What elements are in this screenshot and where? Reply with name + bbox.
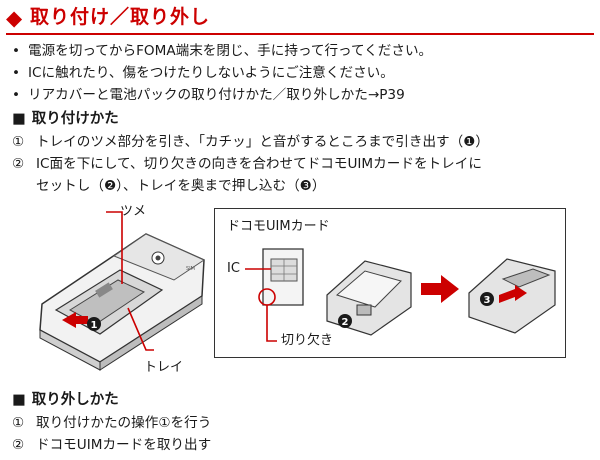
remove-heading-text: 取り外しかた xyxy=(31,392,119,408)
badge-1-text: 1 xyxy=(91,320,98,331)
bullet-icon: • xyxy=(12,65,21,81)
step-text: IC面を下にして、切り欠きの向きを合わせてドコモUIMカードをトレイに xyxy=(36,156,482,172)
step-text: ドコモUIMカードを取り出す xyxy=(36,437,212,453)
note-item: • 電源を切ってからFOMA端末を閉じ、手に持って行ってください。 xyxy=(12,40,592,62)
badge-3-circle xyxy=(480,292,494,306)
card-insertion-drawing: 2 3 xyxy=(245,248,556,342)
install-step: ② IC面を下にして、切り欠きの向きを合わせてドコモUIMカードをトレイに セッ… xyxy=(12,153,592,197)
note-item: • リアカバーと電池パックの取り付けかた／取り外しかた→P39 xyxy=(12,84,592,106)
tray-callout-line xyxy=(127,307,154,351)
phone-side xyxy=(99,295,203,371)
next-step-arrow-icon xyxy=(421,275,459,303)
remove-step: ① 取り付けかたの操作①を行う xyxy=(12,412,592,434)
step-text: トレイのツメ部分を引き、「カチッ」と音がするところまで引き出す（❶） xyxy=(36,134,490,150)
notes-list: • 電源を切ってからFOMA端末を閉じ、手に持って行ってください。 • ICに触… xyxy=(12,40,592,106)
step-number: ① xyxy=(12,415,25,431)
install-heading-text: 取り付けかた xyxy=(31,111,119,127)
push-arrow-icon xyxy=(499,285,527,303)
step-number: ② xyxy=(12,437,25,453)
label-tray: トレイ xyxy=(144,360,184,375)
badge-2-text: 2 xyxy=(342,317,349,328)
label-notch: 切り欠き xyxy=(281,333,334,348)
install-steps: ① トレイのツメ部分を引き、「カチッ」と音がするところまで引き出す（❶） ② I… xyxy=(12,131,592,197)
remove-heading: ■ 取り外しかた xyxy=(12,389,119,411)
notch-callout-line xyxy=(266,305,277,342)
square-marker-icon: ■ xyxy=(12,111,26,127)
badge-3-text: 3 xyxy=(484,295,491,306)
section-title-bar: ◆ 取り付け／取り外し xyxy=(6,4,594,35)
step-number: ② xyxy=(12,156,25,172)
uim-card-illustration: 1 SIM ツメ トレイ ドコモUIMカード IC 切り欠き xyxy=(34,200,566,378)
section-title: 取り付け／取り外し xyxy=(30,6,211,28)
note-text: 電源を切ってからFOMA端末を閉じ、手に持って行ってください。 xyxy=(28,43,433,59)
remove-steps: ① 取り付けかたの操作①を行う ② ドコモUIMカードを取り出す xyxy=(12,412,592,456)
square-marker-icon: ■ xyxy=(12,392,26,408)
pull-arrow-icon xyxy=(62,312,88,328)
tray-tab xyxy=(95,282,113,298)
label-card: ドコモUIMカード xyxy=(227,219,330,234)
tab-callout-line xyxy=(106,211,123,284)
label-tab: ツメ xyxy=(120,204,147,219)
bullet-icon: • xyxy=(12,43,21,59)
title-underline xyxy=(6,33,594,35)
step-text-continued: セットし（❷）、トレイを奥まで押し込む（❸） xyxy=(36,178,326,194)
badge-2-circle xyxy=(338,314,352,328)
remove-step: ② ドコモUIMカードを取り出す xyxy=(12,434,592,456)
label-ic: IC xyxy=(227,261,240,276)
install-heading: ■ 取り付けかた xyxy=(12,108,119,130)
closed-slot xyxy=(501,268,551,288)
diamond-icon: ◆ xyxy=(6,6,23,30)
phone-label: SIM xyxy=(186,266,195,272)
step-number: ① xyxy=(12,134,25,150)
card-insertion-panel: ドコモUIMカード IC 切り欠き 2 xyxy=(214,208,566,358)
bullet-icon: • xyxy=(12,87,21,103)
card-on-tray xyxy=(335,270,402,308)
step-text: 取り付けかたの操作①を行う xyxy=(36,415,212,431)
note-text: リアカバーと電池パックの取り付けかた／取り外しかた→P39 xyxy=(28,87,405,103)
note-text: ICに触れたり、傷をつけたりしないようにご注意ください。 xyxy=(28,65,394,81)
tray-latch xyxy=(356,304,372,316)
install-step: ① トレイのツメ部分を引き、「カチッ」と音がするところまで引き出す（❶） xyxy=(12,131,592,153)
note-item: • ICに触れたり、傷をつけたりしないようにご注意ください。 xyxy=(12,62,592,84)
badge-1-circle xyxy=(87,317,101,331)
camera-lens xyxy=(155,255,161,261)
phone-back-drawing: 1 SIM xyxy=(39,211,206,371)
